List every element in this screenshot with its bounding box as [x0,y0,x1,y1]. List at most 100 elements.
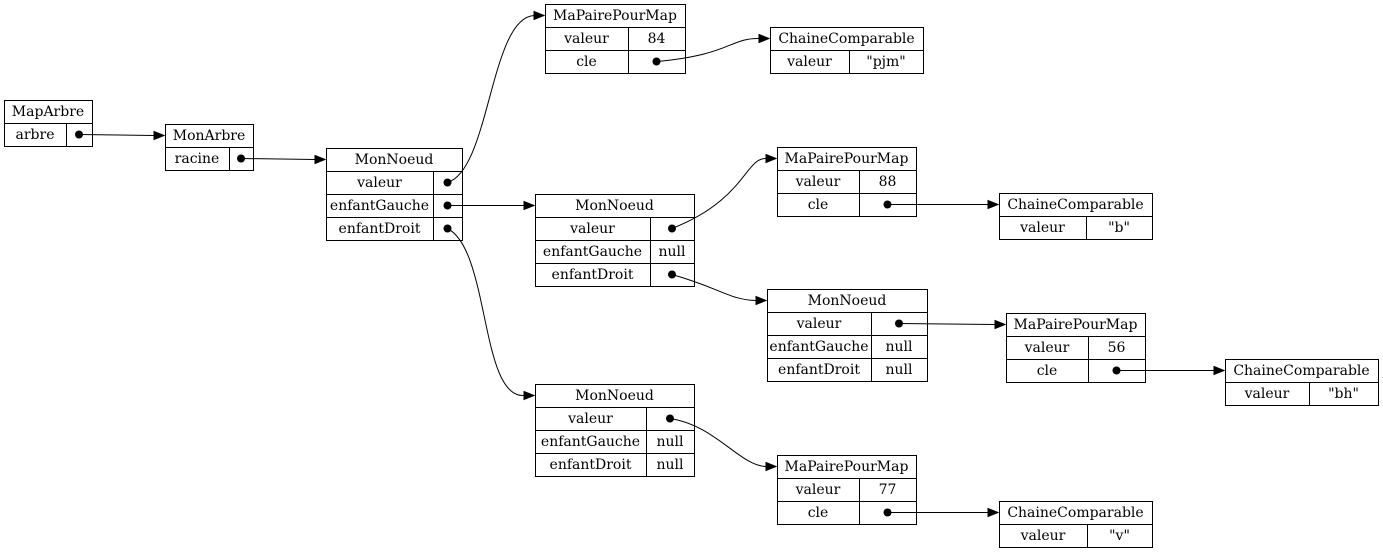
node-s_b: ChaineComparable valeur "b" [999,193,1153,240]
reference-edge [443,10,546,187]
field-label: racine [175,151,220,167]
field-value: "pjm" [866,54,905,70]
field-label: enfantGauche [330,198,429,214]
node-p84: MaPairePourMap valeur 84 cle [545,4,686,74]
node-title: ChaineComparable [1007,505,1143,521]
reference-edge [883,507,1000,518]
field-value: null [657,457,685,473]
field-label: enfantGauche [769,339,868,355]
node-p77: MaPairePourMap valeur 77 cle [777,455,917,525]
node-box [777,455,917,525]
reference-edge [75,130,166,141]
reference-edge [237,154,327,165]
arrowhead [994,319,1007,330]
arrowhead [1213,365,1226,376]
field-label: enfantDroit [552,267,634,283]
node-n1: MonNoeud valeur enfantGauche enfantDroit [326,148,463,241]
reference-edge [883,199,1000,210]
node-p56: MaPairePourMap valeur 56 cle [1006,313,1146,383]
field-value: "b" [1108,220,1130,236]
field-label: valeur [796,316,842,332]
field-value: null [886,362,914,378]
field-label: arbre [16,127,55,143]
reference-edge [443,200,536,211]
node-title: MonNoeud [575,198,654,214]
node-title: ChaineComparable [1233,363,1369,379]
edge-line [656,37,760,62]
reference-edge [443,224,536,401]
arrowhead [314,154,327,165]
field-value: null [659,244,687,260]
edge-line [671,157,767,229]
arrowhead [523,390,536,401]
reference-edge [666,414,778,472]
arrowhead [765,461,778,472]
node-title: ChaineComparable [1007,197,1143,213]
field-label: valeur [795,482,841,498]
field-label: enfantDroit [778,362,860,378]
node-box [777,147,917,217]
field-label: cle [1037,363,1058,379]
field-label: valeur [1024,340,1070,356]
node-s_pjm: ChaineComparable valeur "pjm" [770,27,924,74]
edge-line [898,323,996,325]
node-n2: MonNoeud valeur enfantGauche null enfantDroi… [535,194,695,287]
field-value: 56 [1108,340,1126,356]
node-title: MonArbre [173,128,246,144]
edge-line [78,134,155,136]
field-label: cle [808,505,829,521]
field-label: valeur [1019,220,1065,236]
field-value: 84 [648,31,666,47]
node-title: MaPairePourMap [1014,317,1138,333]
field-label: enfantGauche [543,244,642,260]
reference-edge [668,270,768,306]
field-label: enfantGauche [541,434,640,450]
node-tree: MonArbre racine [165,124,254,171]
field-label: cle [576,54,597,70]
reference-edge [668,153,778,233]
field-value: "v" [1109,528,1130,544]
field-label: valeur [567,411,613,427]
arrowhead [758,33,771,44]
edge-line [669,418,767,467]
edge-line [447,15,535,183]
arrowhead [533,10,546,21]
field-value: 77 [879,482,897,498]
node-s_v: ChaineComparable valeur "v" [999,501,1153,548]
field-value: null [886,339,914,355]
arrowhead [987,507,1000,518]
edge-line [240,158,316,160]
field-label: valeur [569,221,615,237]
node-title: MaPairePourMap [553,8,677,24]
edge-line [671,274,757,301]
node-title: MaPairePourMap [785,459,909,475]
field-value: null [657,434,685,450]
arrowhead [523,200,536,211]
field-value: "bh" [1328,386,1359,402]
node-title: MaPairePourMap [785,151,909,167]
node-box [545,4,686,74]
field-label: cle [808,197,829,213]
field-label: enfantDroit [339,221,421,237]
reference-edge [652,33,771,66]
node-box [1006,313,1146,383]
arrowhead [987,199,1000,210]
edge-line [447,228,525,397]
field-label: enfantDroit [550,457,632,473]
reference-edge [895,319,1007,330]
field-label: valeur [1020,528,1066,544]
field-label: valeur [563,31,609,47]
field-label: valeur [795,174,841,190]
node-title: MonNoeud [355,152,434,168]
arrowhead [755,295,768,306]
field-label: valeur [786,54,832,70]
node-title: ChaineComparable [778,31,914,47]
field-label: valeur [356,175,402,191]
